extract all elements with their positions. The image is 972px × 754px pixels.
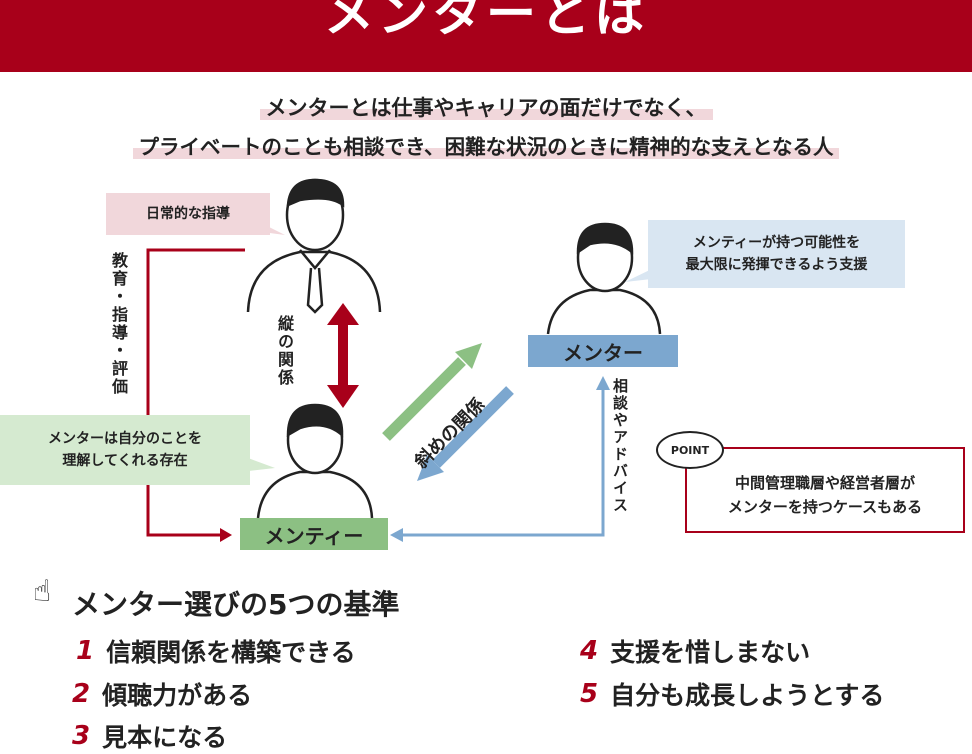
- mentee-person-icon: [256, 403, 374, 519]
- criteria-item: 2 傾聴力がある: [72, 676, 252, 712]
- criteria-item: 3 見本になる: [72, 718, 227, 754]
- header-banner: メンターとは: [0, 0, 972, 72]
- mentor-callout-line: メンティーが持つ可能性を: [692, 234, 861, 251]
- vertical-relation-text: 縦の関係: [275, 315, 294, 387]
- criteria-text: 信頼関係を構築できる: [106, 638, 356, 667]
- page-title: メンターとは: [324, 0, 648, 43]
- point-box: 中間管理職層や経営者層が メンターを持つケースもある: [685, 447, 965, 533]
- arrow-head-icon: [220, 528, 232, 542]
- intro-line-1: メンターとは仕事やキャリアの面だけでなく、: [0, 92, 972, 122]
- advice-line: [402, 388, 605, 537]
- mentor-callout-line: 最大限に発揮できるよう支援: [685, 257, 868, 273]
- criteria-text: 見本になる: [102, 723, 228, 752]
- intro-text-2: プライベートのことも相談でき、困難な状況のときに精神的な支えとなる人: [132, 135, 840, 159]
- criteria-number: 3: [72, 721, 91, 751]
- mentor-label: メンター: [528, 335, 678, 367]
- mentor-callout: メンティーが持つ可能性を 最大限に発揮できるよう支援: [648, 220, 905, 288]
- criteria-number: 1: [76, 636, 95, 666]
- vertical-double-arrow-icon: [327, 303, 359, 408]
- criteria-text: 傾聴力がある: [102, 681, 253, 710]
- intro-line-2: プライベートのことも相談でき、困難な状況のときに精神的な支えとなる人: [0, 130, 972, 160]
- intro-text-1: メンターとは仕事やキャリアの面だけでなく、: [259, 96, 713, 120]
- criteria-number: 4: [580, 636, 599, 666]
- mentee-label: メンティー: [240, 518, 388, 550]
- arrow-up-icon: [596, 376, 610, 390]
- point-line: 中間管理職層や経営者層が: [734, 474, 915, 492]
- criteria-item: 5 自分も成長しようとする: [580, 676, 884, 712]
- criteria-number: 5: [580, 679, 599, 709]
- point-line: メンターを持つケースもある: [727, 498, 923, 516]
- mentor-person-icon: [546, 222, 662, 335]
- boss-relation-text: 教育・指導・評価: [109, 252, 128, 396]
- point-badge: POINT: [656, 431, 724, 469]
- diagram-graphics: [146, 178, 662, 542]
- advice-relation-text: 相談やアドバイス: [611, 378, 629, 514]
- criteria-item: 1 信頼関係を構築できる: [76, 633, 356, 669]
- criteria-text: 自分も成長しようとする: [610, 681, 885, 710]
- criteria-heading: メンター選びの5つの基準: [72, 588, 400, 621]
- hand-pointing-icon: ☝: [33, 574, 52, 609]
- boss-callout: 日常的な指導: [106, 193, 270, 235]
- diagonal-arrow-down-icon: [417, 386, 514, 481]
- mentee-callout-line: 理解してくれる存在: [62, 453, 188, 469]
- boss-person-icon: [246, 178, 382, 314]
- criteria-number: 2: [72, 679, 91, 709]
- diagonal-arrow-up-icon: [382, 343, 482, 441]
- criteria-text: 支援を惜しまない: [610, 638, 811, 667]
- criteria-item: 4 支援を惜しまない: [580, 633, 810, 669]
- boss-relation-line: [146, 248, 245, 537]
- mentee-callout-line: メンターは自分のことを: [48, 430, 202, 447]
- arrow-left-icon: [390, 528, 403, 542]
- mentee-callout: メンターは自分のことを 理解してくれる存在: [0, 415, 250, 485]
